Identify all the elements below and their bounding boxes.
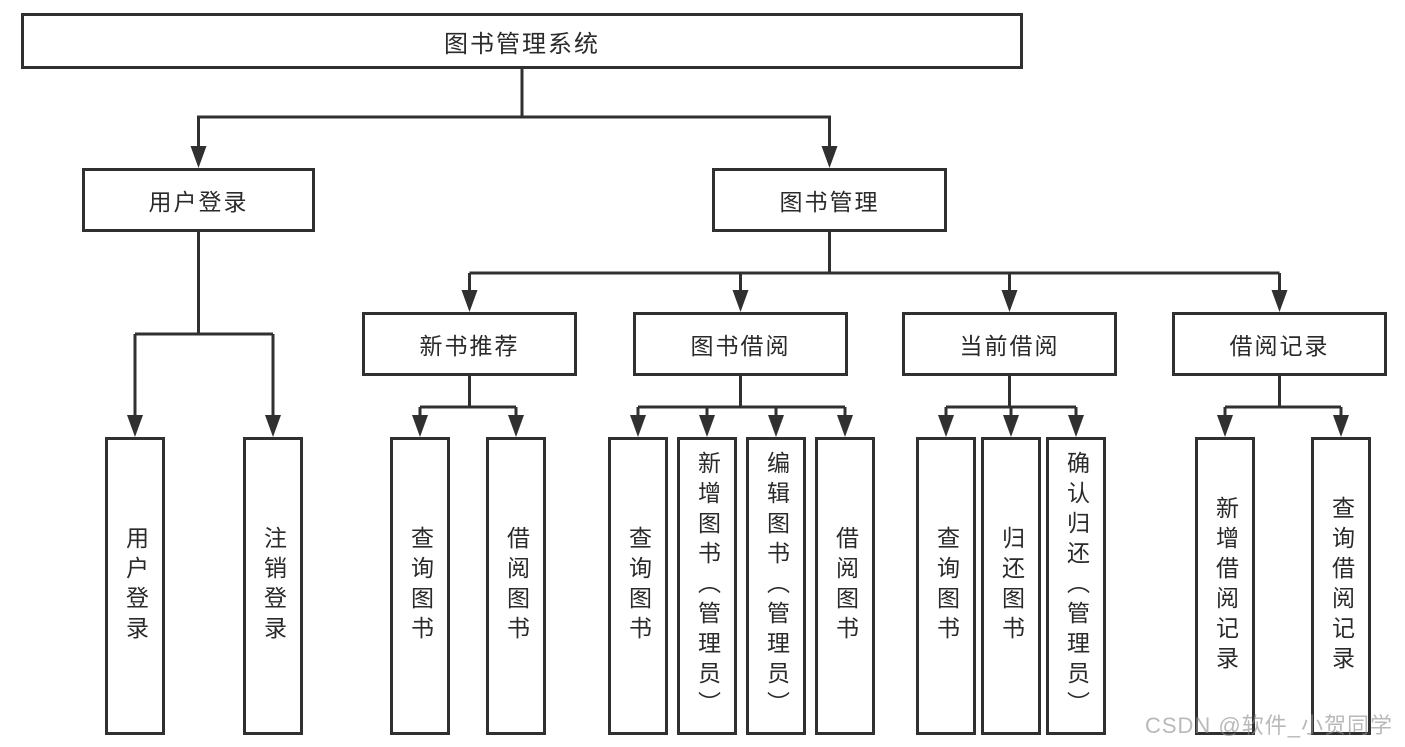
node-borrowing-records: 借阅记录 — [1172, 312, 1387, 376]
leaf-borrow-books-recommend: 借阅图书 — [486, 437, 546, 735]
node-label: 编辑图书（管理员） — [763, 451, 790, 721]
node-book-management: 图书管理 — [712, 168, 947, 232]
connector-book-borrow-to-leaves — [636, 376, 847, 419]
leaf-query-books-recommend: 查询图书 — [390, 437, 450, 735]
csdn-watermark: CSDN @软件_小贺同学 — [1144, 713, 1393, 738]
node-user-login: 用户登录 — [82, 168, 315, 232]
node-label: 借阅图书 — [503, 526, 530, 646]
leaf-edit-book-admin: 编辑图书（管理员） — [746, 437, 806, 735]
node-label: 用户登录 — [148, 189, 249, 215]
node-new-book-recommendation: 新书推荐 — [362, 312, 577, 376]
connector-borrow-record-to-leaves — [1223, 376, 1343, 419]
connector-user-login-to-leaves — [133, 232, 275, 419]
node-book-borrowing: 图书借阅 — [633, 312, 848, 376]
connector-current-borrow-to-leaves — [944, 376, 1078, 419]
leaf-query-borrow-record: 查询借阅记录 — [1311, 437, 1371, 735]
node-label: 查询图书 — [407, 526, 434, 646]
node-label: 归还图书 — [998, 526, 1025, 646]
leaf-query-books-borrow: 查询图书 — [608, 437, 668, 735]
leaf-add-book-admin: 新增图书（管理员） — [677, 437, 737, 735]
node-label: 图书管理系统 — [444, 30, 600, 58]
node-label: 查询图书 — [625, 526, 652, 646]
leaf-confirm-return-admin: 确认归还（管理员） — [1046, 437, 1106, 735]
node-label: 当前借阅 — [959, 333, 1060, 359]
node-label: 图书借阅 — [690, 333, 791, 359]
connector-book-management-to-level3 — [468, 232, 1281, 294]
node-label: 新增图书（管理员） — [694, 451, 721, 721]
leaf-borrow-books: 借阅图书 — [815, 437, 875, 735]
leaf-logout: 注销登录 — [243, 437, 303, 735]
node-label: 查询图书 — [933, 526, 960, 646]
node-label: 新书推荐 — [419, 333, 520, 359]
node-label: 注销登录 — [260, 526, 287, 646]
node-current-borrowing: 当前借阅 — [902, 312, 1117, 376]
node-label: 借阅图书 — [832, 526, 859, 646]
node-label: 新增借阅记录 — [1212, 496, 1239, 676]
node-label: 查询借阅记录 — [1328, 496, 1355, 676]
node-label: 借阅记录 — [1229, 333, 1330, 359]
node-library-system: 图书管理系统 — [21, 13, 1023, 69]
connector-new-book-to-leaves — [418, 376, 518, 419]
leaf-add-borrow-record: 新增借阅记录 — [1195, 437, 1255, 735]
connector-root-to-level2 — [197, 69, 831, 150]
leaf-return-book: 归还图书 — [981, 437, 1041, 735]
node-label: 图书管理 — [779, 189, 880, 215]
leaf-user-login: 用户登录 — [105, 437, 165, 735]
leaf-query-books-current: 查询图书 — [916, 437, 976, 735]
node-label: 用户登录 — [122, 526, 149, 646]
node-label: 确认归还（管理员） — [1063, 451, 1090, 721]
